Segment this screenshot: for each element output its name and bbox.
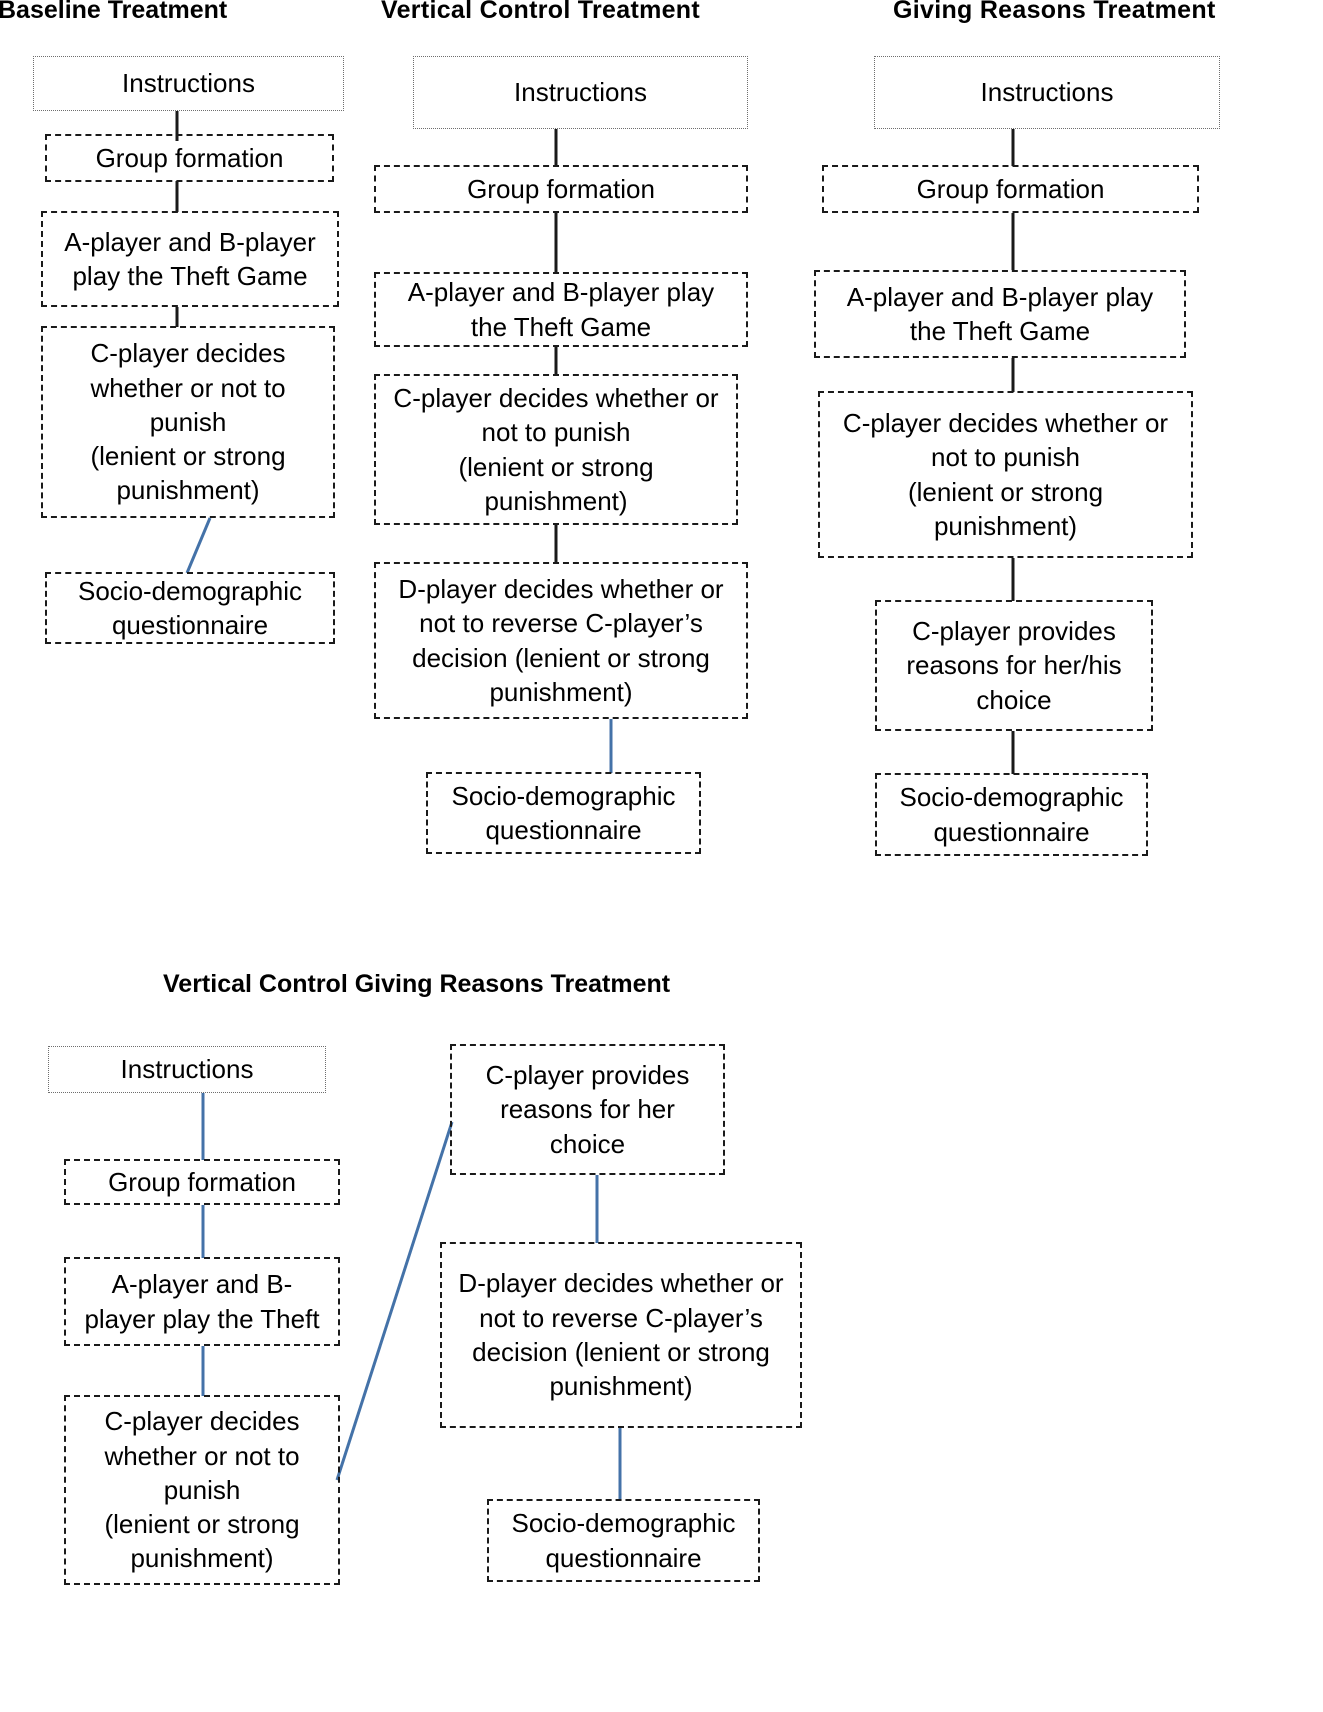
- node-vc-d-reverse[interactable]: D-player decides whether or not to rever…: [374, 562, 748, 719]
- node-label: Group formation: [916, 173, 1105, 204]
- node-gr-group-formation[interactable]: Group formation: [822, 165, 1199, 213]
- node-baseline-questionnaire[interactable]: Socio-demographic questionnaire: [45, 572, 335, 644]
- node-label: A-player and B-player play the Theft Gam…: [64, 226, 316, 291]
- node-vcgr-instructions[interactable]: Instructions: [48, 1046, 326, 1093]
- node-baseline-theft-game[interactable]: A-player and B-player play the Theft Gam…: [41, 211, 339, 307]
- node-baseline-c-punish[interactable]: C-player decides whether or not to punis…: [41, 326, 335, 518]
- node-label: Socio-demographic questionnaire: [899, 782, 1124, 847]
- node-label: D-player decides whether or not to rever…: [458, 1268, 784, 1402]
- node-label: Instructions: [980, 77, 1114, 108]
- node-label: A-player and B- player play the Theft: [84, 1269, 320, 1334]
- node-vc-questionnaire[interactable]: Socio-demographic questionnaire: [426, 772, 701, 854]
- node-label: Group formation: [467, 173, 655, 204]
- node-gr-c-reasons[interactable]: C-player provides reasons for her/his ch…: [875, 600, 1153, 731]
- node-label: C-player provides reasons for her/his ch…: [906, 616, 1122, 715]
- node-vcgr-d-reverse[interactable]: D-player decides whether or not to rever…: [440, 1242, 802, 1428]
- node-vc-instructions[interactable]: Instructions: [413, 56, 748, 129]
- node-label: Instructions: [120, 1054, 254, 1085]
- node-label: C-player decides whether or not to punis…: [90, 338, 286, 506]
- node-vcgr-theft-game[interactable]: A-player and B- player play the Theft: [64, 1257, 340, 1346]
- node-label: C-player decides whether or not to punis…: [393, 382, 719, 516]
- treatment-title-vertical-control: Vertical Control Treatment: [381, 0, 700, 24]
- node-label: C-player provides reasons for her choice: [485, 1060, 690, 1159]
- node-label: Instructions: [122, 68, 255, 99]
- node-label: C-player decides whether or not to punis…: [842, 407, 1169, 541]
- treatment-title-vertical-control-giving-reasons: Vertical Control Giving Reasons Treatmen…: [163, 970, 671, 998]
- node-baseline-instructions[interactable]: Instructions: [33, 56, 344, 111]
- node-gr-instructions[interactable]: Instructions: [874, 56, 1220, 129]
- node-label: Socio-demographic questionnaire: [511, 1508, 736, 1573]
- node-vcgr-c-reasons[interactable]: C-player provides reasons for her choice: [450, 1044, 725, 1175]
- treatment-title-giving-reasons: Giving Reasons Treatment: [893, 0, 1216, 24]
- node-gr-theft-game[interactable]: A-player and B-player play the Theft Gam…: [814, 270, 1186, 358]
- connector-vcgr-punish-to-reasons: [335, 1121, 454, 1481]
- node-baseline-group-formation[interactable]: Group formation: [45, 134, 334, 182]
- node-vcgr-c-punish[interactable]: C-player decides whether or not to punis…: [64, 1395, 340, 1585]
- connector-baseline-punish-to-questionnaire: [185, 517, 212, 574]
- node-vc-group-formation[interactable]: Group formation: [374, 165, 748, 213]
- node-gr-questionnaire[interactable]: Socio-demographic questionnaire: [875, 773, 1148, 856]
- node-label: A-player and B-player play the Theft Gam…: [846, 281, 1154, 346]
- node-label: C-player decides whether or not to punis…: [104, 1406, 300, 1574]
- node-label: Group formation: [95, 142, 284, 173]
- treatment-title-baseline: Baseline Treatment: [0, 0, 228, 24]
- node-label: Instructions: [514, 77, 647, 108]
- node-gr-c-punish[interactable]: C-player decides whether or not to punis…: [818, 391, 1193, 558]
- node-vc-c-punish[interactable]: C-player decides whether or not to punis…: [374, 374, 738, 525]
- node-label: Socio-demographic questionnaire: [77, 575, 302, 640]
- node-label: Socio-demographic questionnaire: [451, 780, 676, 845]
- node-vcgr-group-formation[interactable]: Group formation: [64, 1159, 340, 1205]
- node-label: D-player decides whether or not to rever…: [398, 573, 724, 707]
- node-vc-theft-game[interactable]: A-player and B-player play the Theft Gam…: [374, 272, 748, 347]
- node-label: Group formation: [108, 1166, 296, 1197]
- node-label: A-player and B-player play the Theft Gam…: [407, 277, 715, 342]
- node-vcgr-questionnaire[interactable]: Socio-demographic questionnaire: [487, 1499, 760, 1582]
